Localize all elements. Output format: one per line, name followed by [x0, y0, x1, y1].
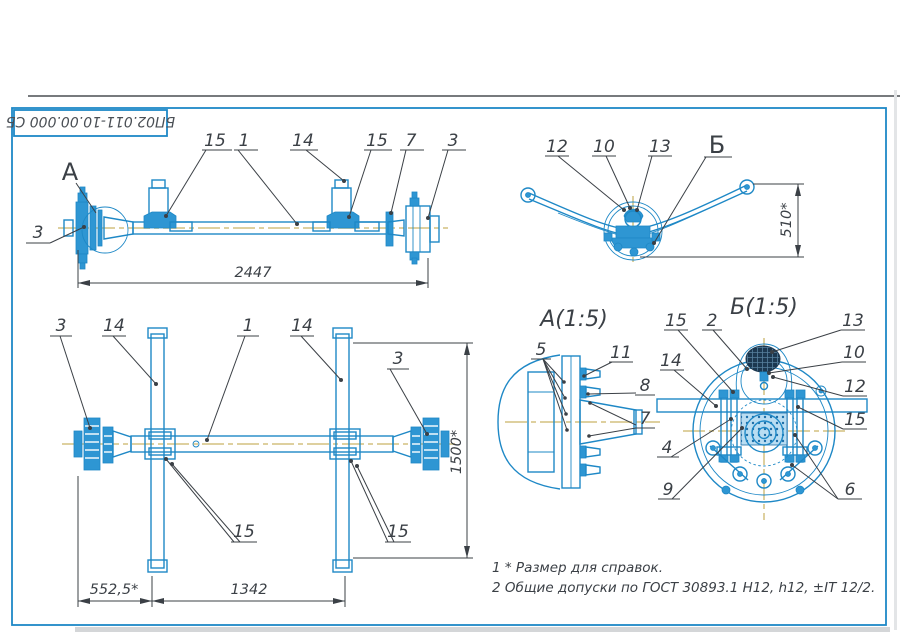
- callout-10: 10: [843, 343, 865, 363]
- callout-3-left: 3: [33, 223, 44, 243]
- detail-a-callouts: 5 11 8 7: [531, 340, 655, 438]
- plan-view-callouts: 3 14 1 14 3 15 15: [50, 316, 429, 543]
- plan-hub-right: [392, 417, 450, 471]
- detail-view-b: Б(1:5): [656, 295, 868, 520]
- detail-a-title: А(1:5): [538, 307, 608, 332]
- sheet-shadow: [75, 627, 890, 632]
- callout-13: 13: [649, 137, 671, 157]
- svg-text:552,5*: 552,5*: [90, 582, 139, 598]
- callout-14-right: 14: [291, 316, 313, 336]
- svg-text:1500*: 1500*: [449, 430, 465, 474]
- side-view-callouts: А 3 15 1 14 15 7 3: [26, 131, 466, 244]
- callout-3-right: 3: [448, 131, 459, 151]
- hub-right: [385, 191, 440, 265]
- seat-plate: [740, 412, 788, 446]
- callout-6: 6: [845, 480, 856, 500]
- callout-11: 11: [610, 343, 632, 363]
- callout-15-right: 15: [844, 410, 866, 430]
- drum-arc: [497, 354, 561, 490]
- sheet-edge: [894, 90, 897, 630]
- notes: 1 * Размер для справок. 2 Общие допуски …: [492, 560, 875, 596]
- dimension-1342: 1342: [152, 576, 346, 607]
- callout-15-left: 15: [665, 311, 687, 331]
- detail-b-title: Б(1:5): [730, 295, 798, 320]
- callout-8: 8: [640, 376, 651, 396]
- spring-seat-left: [143, 179, 193, 232]
- callout-4: 4: [662, 438, 673, 458]
- plan-seat-right: [329, 428, 361, 460]
- callout-7: 7: [640, 409, 651, 429]
- bump-stop-pad: [745, 345, 781, 373]
- spring-clamp: [603, 201, 663, 261]
- callout-3-right: 3: [393, 349, 404, 369]
- callout-15a: 15: [204, 131, 226, 151]
- sheet-frame: БП02.011-10.00.000 СБ: [6, 90, 900, 632]
- spring-view-callouts: 12 10 13 Б: [545, 131, 732, 245]
- callout-14: 14: [660, 351, 682, 371]
- callout-7: 7: [406, 131, 417, 151]
- callout-3-left: 3: [56, 316, 67, 336]
- plan-spring-left: [147, 327, 168, 573]
- detail-b-callouts: 15 2 14 4 9 13 10 12 15: [657, 311, 867, 500]
- callout-1: 1: [239, 131, 250, 151]
- callout-9: 9: [663, 480, 674, 500]
- plan-view: 3 14 1 14 3 15 15: [50, 316, 473, 607]
- callout-15-left: 15: [233, 522, 255, 542]
- plan-spring-right: [332, 327, 353, 573]
- wheel-studs: [579, 367, 643, 477]
- dimension-552-5: 552,5*: [77, 476, 153, 607]
- side-view: А 3 15 1 14 15 7 3: [26, 131, 466, 288]
- plan-seat-left: [144, 428, 176, 460]
- leaf-spring-section: [656, 398, 868, 413]
- callout-5: 5: [536, 340, 547, 360]
- dimension-1500: 1500*: [353, 342, 473, 559]
- svg-text:510*: 510*: [779, 203, 795, 238]
- callout-12: 12: [546, 137, 568, 157]
- spring-eye-right: [739, 179, 755, 195]
- note-line-2: 2 Общие допуски по ГОСТ 30893.1 Н12, h12…: [492, 580, 875, 596]
- hub-left: [63, 186, 129, 270]
- dimension-2447: 2447: [77, 250, 429, 288]
- note-line-1: 1 * Размер для справок.: [492, 560, 663, 576]
- callout-12: 12: [844, 377, 866, 397]
- callout-14-left: 14: [103, 316, 125, 336]
- callout-13: 13: [842, 311, 864, 331]
- detail-marker-b: Б: [709, 131, 725, 159]
- callout-14: 14: [292, 131, 314, 151]
- plan-hub-left: [73, 417, 132, 471]
- callout-1: 1: [243, 316, 254, 336]
- detail-a-circle: [81, 206, 129, 254]
- spring-eye-left: [520, 187, 536, 203]
- detail-marker-a: А: [62, 158, 79, 186]
- spring-seat-right: [312, 179, 380, 232]
- svg-text:2447: 2447: [235, 265, 273, 281]
- dimension-510: 510*: [640, 183, 804, 258]
- detail-view-a: А(1:5) 5 11 8 7: [497, 307, 660, 490]
- callout-15-right: 15: [387, 522, 409, 542]
- callout-2: 2: [707, 311, 718, 331]
- spring-view: 12 10 13 Б 510*: [520, 131, 804, 266]
- title-block: [13, 109, 168, 137]
- drawing-number: БП02.011-10.00.000 СБ: [6, 113, 175, 129]
- hub-center: [730, 399, 798, 467]
- callout-10: 10: [593, 137, 615, 157]
- svg-text:1342: 1342: [231, 582, 268, 598]
- callout-15b: 15: [366, 131, 388, 151]
